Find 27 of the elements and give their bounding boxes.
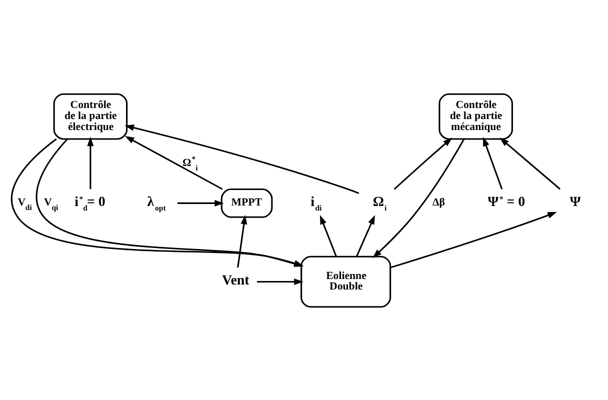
node-box: Eolienne Double [300,255,392,308]
node-text: Ψ$^{*}$ = 0 [488,194,526,210]
arrow [500,137,561,190]
arrow [124,124,360,194]
edge-label: V$_{di}$ [18,196,32,212]
node-text: i$^{*}$$_{d}$= 0 [74,194,106,212]
arrow [124,136,223,190]
node-box: MPPT [220,188,273,218]
arrow [87,136,94,189]
arrow [320,214,337,256]
arrow [237,214,248,268]
arrow [356,214,375,256]
node-box: Contrôle de la partie mécanique [438,92,513,140]
node-text: i$_{di}$ [310,194,322,212]
node-text: Vent [222,272,250,288]
node-text: Ω$_{i}$ [372,194,387,212]
edge-label: Δβ [432,196,445,208]
arrow [482,136,503,189]
edge-label: V$_{qi}$ [44,196,58,212]
arrow [390,211,557,268]
arrow [394,137,452,190]
arrow [177,199,224,206]
arrow [256,278,304,285]
node-text: λ$_{opt}$ [147,194,166,212]
node-box: Contrôle de la partie électrique [53,92,128,140]
node-text: Ψ [570,194,581,210]
arrow [372,138,465,258]
